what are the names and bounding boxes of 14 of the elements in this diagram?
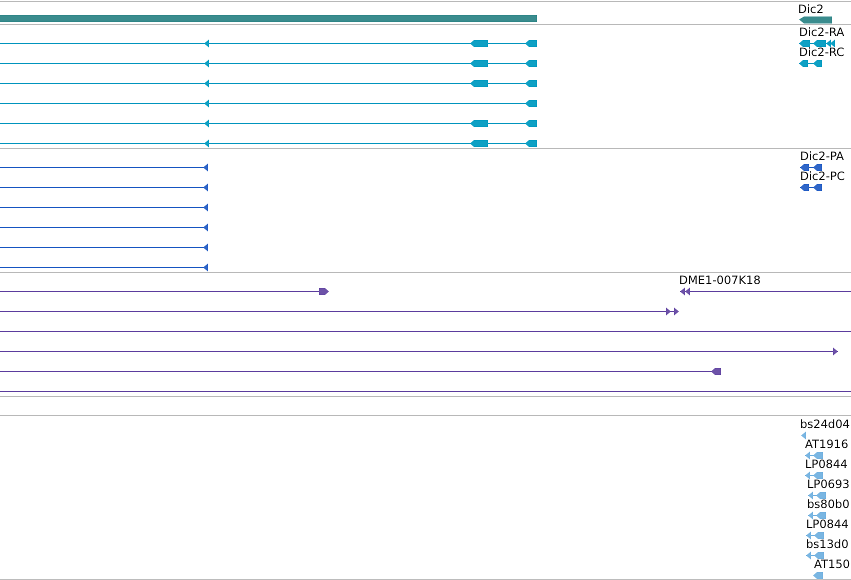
feature-label: bs80b0 [807, 498, 850, 511]
feature-label: Dic2-RA [799, 26, 844, 39]
feature-label: LP0844 [805, 458, 848, 471]
feature-label: Dic2-PA [800, 150, 844, 163]
feature-label: Dic2-RC [799, 46, 844, 59]
feature-label: AT150 [814, 558, 850, 571]
feature-label: bs13d0 [806, 538, 849, 551]
feature-label: DME1-007K18 [679, 274, 761, 287]
feature-label: AT1916 [805, 438, 848, 451]
feature-label: LP0693 [807, 478, 850, 491]
feature-label: bs24d04 [800, 418, 850, 431]
feature-label: Dic2 [798, 3, 824, 16]
feature-label: Dic2-PC [800, 170, 845, 183]
feature-label: LP0844 [806, 518, 849, 531]
